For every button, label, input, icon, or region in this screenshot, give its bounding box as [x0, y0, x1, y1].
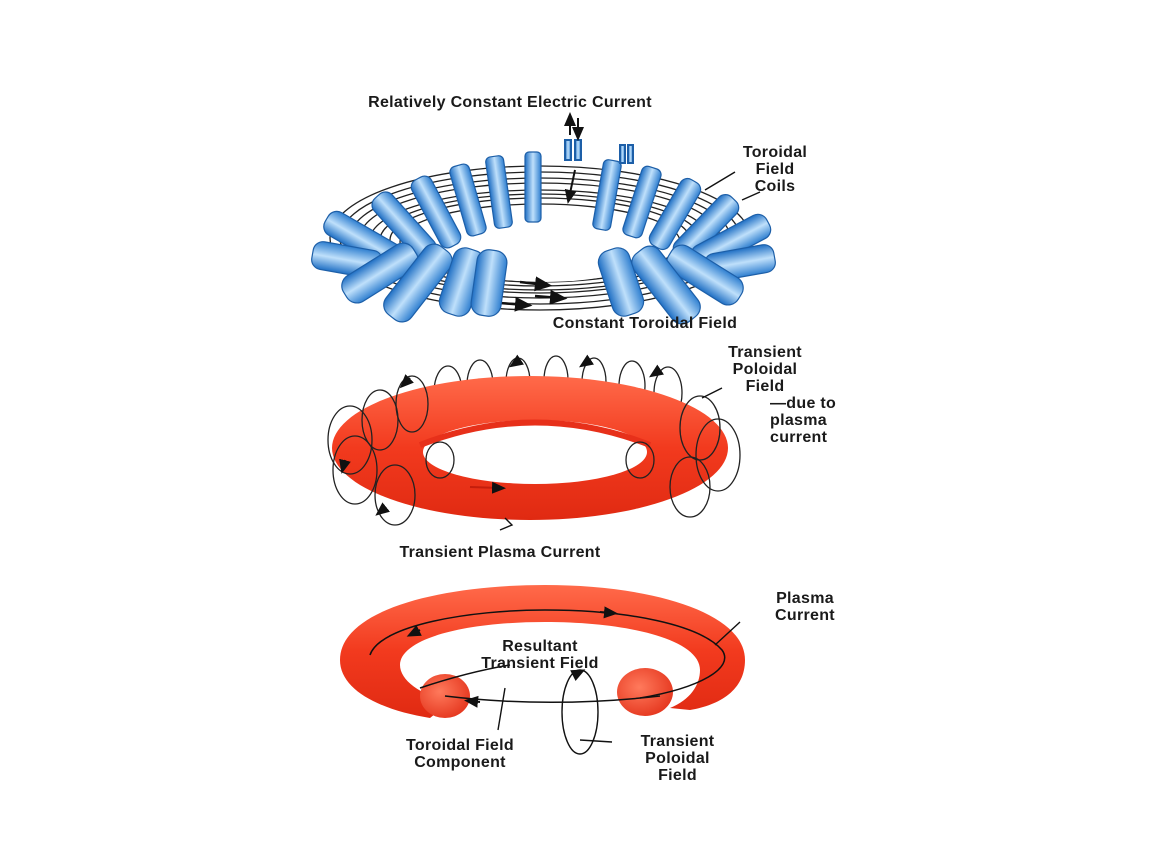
- current-direction-arrows: [564, 112, 584, 204]
- coils-leaders: [704, 171, 761, 201]
- label-toroidal-field-coils: Toroidal Field Coils: [742, 144, 808, 195]
- label-due-to-plasma-current: —due to plasma current: [770, 395, 837, 446]
- panel-toroidal-coils: [311, 112, 776, 325]
- label-transient-plasma-current: Transient Plasma Current: [399, 544, 601, 561]
- label-toroidal-field-component: Toroidal Field Component: [406, 737, 514, 771]
- label-resultant-transient-field: Resultant Transient Field: [481, 638, 599, 672]
- current-leads: [564, 139, 634, 164]
- torus-end-cap-right: [617, 668, 673, 716]
- label-plasma-current: Plasma Current: [775, 590, 835, 624]
- panel-resultant-field: [340, 585, 745, 755]
- label-transient-poloidal-field-2: Transient Poloidal Field: [640, 733, 715, 784]
- toroidal-coils: [311, 151, 776, 325]
- label-constant-toroidal-field: Constant Toroidal Field: [552, 315, 738, 332]
- plasma-torus-hole: [423, 420, 647, 484]
- panel-poloidal-field: [327, 354, 741, 531]
- field-arrows: [499, 276, 568, 312]
- poloidal-arrows: [339, 354, 664, 516]
- label-constant-electric-current: Relatively Constant Electric Current: [368, 94, 652, 111]
- label-transient-poloidal-field: Transient Poloidal Field: [728, 344, 802, 395]
